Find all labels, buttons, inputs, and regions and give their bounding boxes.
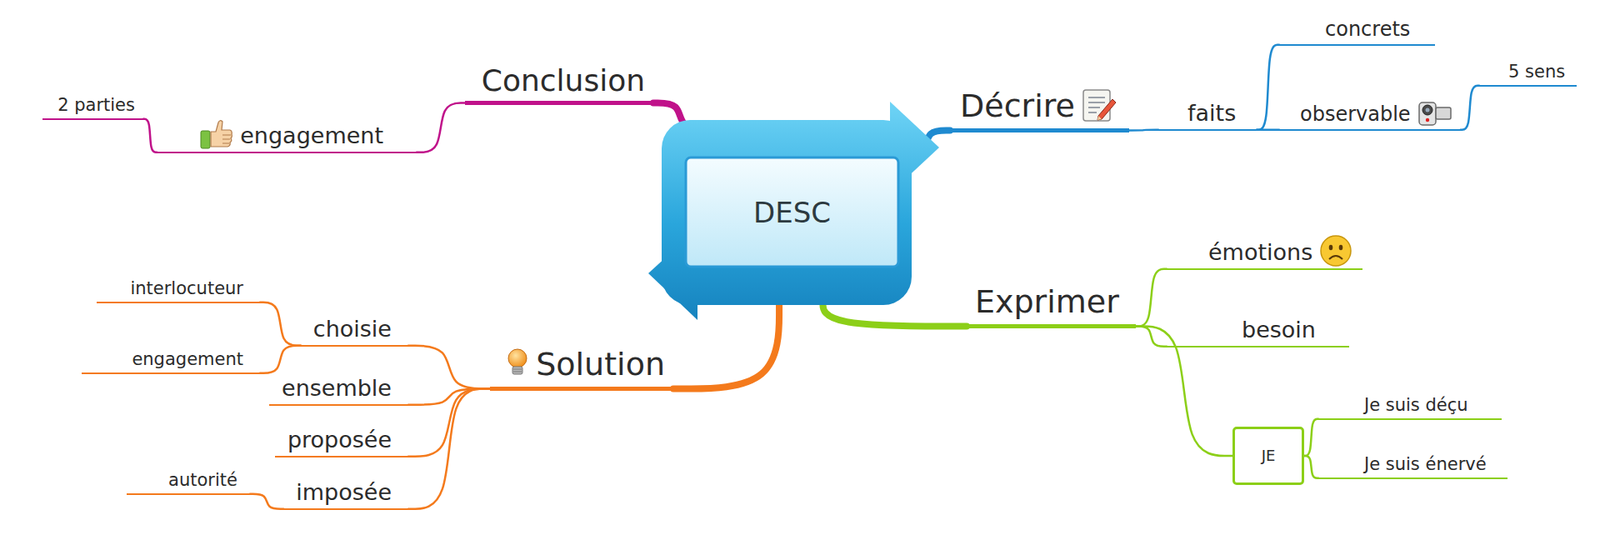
branch-topic: proposée: [275, 425, 409, 458]
branch-connector: [1256, 45, 1280, 130]
topic-text: Solution: [535, 345, 665, 385]
leaf-topic: observable: [1279, 100, 1461, 131]
branch-connector: [408, 389, 490, 510]
topic-text: JE: [1261, 446, 1276, 465]
main-branch: Exprimer: [966, 281, 1136, 329]
branch-topic: émotions: [1166, 237, 1363, 270]
topic-text: engagement: [131, 349, 244, 370]
branch-connector: [673, 300, 780, 390]
topic-text: observable: [1300, 102, 1411, 127]
leaf-topic: 2 parties: [42, 93, 144, 120]
topic-text: concrets: [1325, 17, 1410, 42]
leaf-topic: interlocuteur: [96, 276, 260, 304]
branch-topic: faits: [1158, 98, 1257, 131]
branch-connector: [1256, 129, 1280, 132]
leaf-topic: autorité: [126, 468, 250, 495]
main-branch: Conclusion: [465, 60, 654, 105]
branch-connector: [1135, 269, 1167, 327]
topic-text: Décrire: [960, 87, 1075, 126]
leaf-topic: engagement: [81, 347, 260, 375]
main-branch: Décrire: [950, 85, 1130, 133]
branch-connector: [250, 494, 284, 510]
branch-connector: [1129, 129, 1159, 132]
camera-icon: [1417, 99, 1453, 128]
thumbs-up-icon: [200, 119, 234, 150]
main-branch: Solution: [490, 344, 674, 391]
topic-box: JE: [1232, 426, 1305, 485]
topic-text: engagement: [240, 122, 384, 150]
cycle-body: [661, 120, 912, 305]
topic-text: ensemble: [281, 375, 392, 402]
topic-text: 5 sens: [1508, 61, 1565, 83]
branch-connector: [408, 389, 490, 405]
branch-connector: [408, 345, 490, 390]
leaf-topic: Je suis déçu: [1318, 393, 1502, 420]
inner-panel: [685, 157, 899, 267]
branch-topic: imposée: [283, 477, 409, 510]
topic-text: faits: [1187, 100, 1236, 127]
topic-text: Conclusion: [481, 62, 645, 99]
branch-connector: [1135, 326, 1233, 457]
branch-connector: [1460, 85, 1480, 130]
branch-topic: engagement: [156, 120, 417, 154]
branch-connector: [1304, 419, 1319, 456]
sad-face-icon: [1319, 234, 1353, 268]
topic-text: 2 parties: [57, 95, 135, 116]
branch-connector: [260, 345, 301, 374]
lightbulb-icon: [505, 348, 530, 379]
central-label-area: DESC: [685, 157, 899, 267]
topic-text: Je suis déçu: [1364, 395, 1469, 416]
branch-connector: [143, 119, 157, 153]
branch-topic: choisie: [300, 314, 409, 347]
topic-text: besoin: [1241, 316, 1316, 344]
branch-topic: besoin: [1166, 315, 1350, 348]
topic-text: Exprimer: [975, 283, 1120, 322]
leaf-topic: concrets: [1279, 15, 1435, 46]
topic-text: Je suis énervé: [1364, 454, 1487, 475]
topic-text: imposée: [295, 479, 392, 506]
topic-text: choisie: [313, 315, 392, 343]
branch-connector: [1304, 455, 1319, 479]
central-topic: DESC: [648, 101, 940, 322]
leaf-topic: Je suis énervé: [1318, 452, 1508, 480]
topic-text: émotions: [1208, 239, 1313, 266]
topic-text: interlocuteur: [130, 278, 244, 300]
topic-text: DESC: [753, 195, 831, 230]
notepad-icon: [1081, 87, 1117, 123]
topic-text: autorité: [168, 470, 238, 491]
leaf-topic: 5 sens: [1479, 60, 1577, 87]
branch-connector: [260, 302, 301, 346]
branch-connector: [416, 103, 465, 153]
branch-topic: ensemble: [269, 373, 409, 406]
topic-text: proposée: [287, 426, 392, 454]
